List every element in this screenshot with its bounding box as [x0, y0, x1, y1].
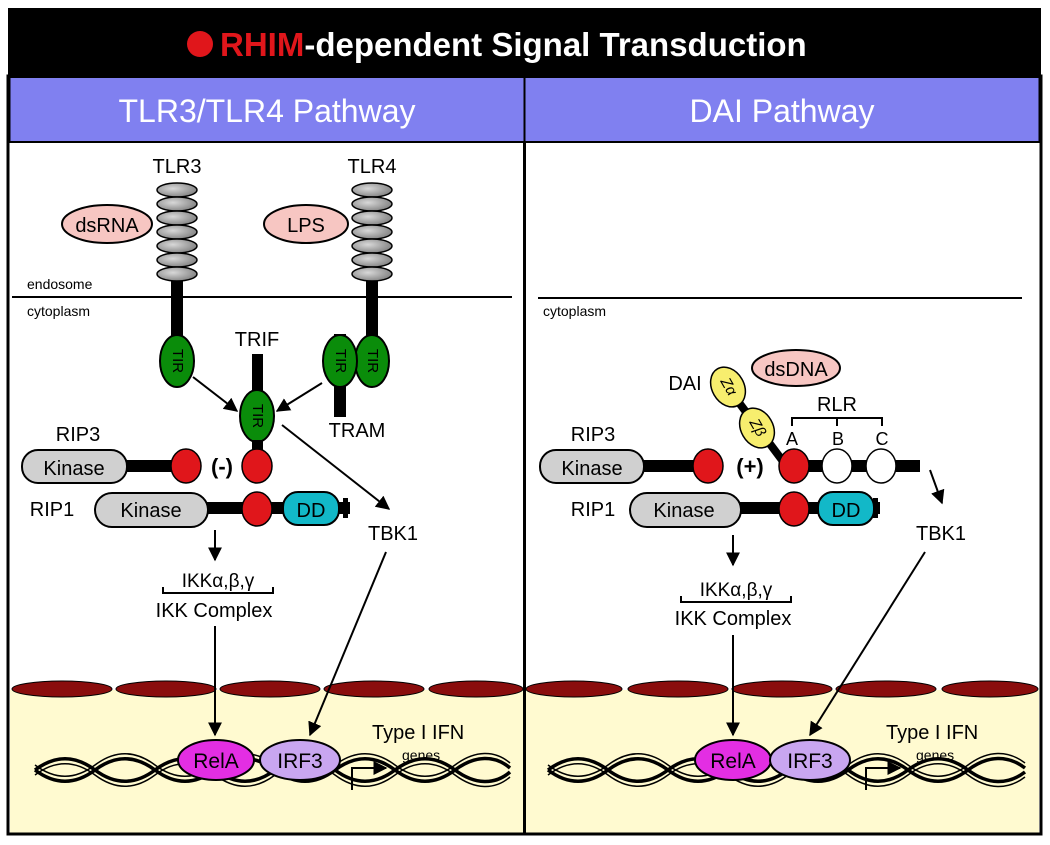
cytoplasm-label-left: cytoplasm — [27, 303, 90, 319]
rhim-b-label: B — [832, 429, 844, 449]
irf3-left — [259, 739, 341, 781]
type1ifn-label-left: Type I IFN — [372, 722, 464, 744]
arrow-tbk1-to-irf3-right — [809, 551, 926, 737]
rhim-c-label: C — [876, 429, 889, 449]
trif-adaptor: TIR — [239, 354, 275, 484]
transcription-arrow-right — [865, 761, 902, 790]
rhim-a-label: A — [786, 429, 798, 449]
arrow-tlr3-to-trif — [192, 376, 239, 412]
tlr3-tir-label: TIR — [169, 349, 186, 373]
tlr4-tir-label: TIR — [364, 349, 381, 373]
trif-label: TRIF — [235, 329, 279, 351]
ikk-subunits-left: IKKα,β,γ — [182, 571, 255, 592]
lps-ligand — [263, 204, 349, 244]
rela-left — [177, 739, 255, 781]
left-panel-heading: TLR3/TLR4 Pathway — [118, 93, 415, 129]
dsdna-label: dsDNA — [764, 359, 828, 381]
lps-label: LPS — [287, 215, 325, 237]
irf3-right — [769, 739, 851, 781]
rip3-protein-right — [539, 448, 724, 484]
rip1-label-left: RIP1 — [30, 499, 74, 521]
rip1-label-right: RIP1 — [571, 499, 615, 521]
tlr3-receptor: TIR — [156, 182, 198, 388]
dsdna-ligand — [751, 349, 841, 387]
rela-label-left: RelA — [193, 750, 239, 773]
trif-tir-label: TIR — [249, 404, 266, 428]
rip1-dd-label-right: DD — [832, 500, 861, 522]
rip1-kinase-label-left: Kinase — [120, 500, 181, 522]
title: RHIM-dependent Signal Transduction — [220, 26, 807, 63]
dsrna-label: dsRNA — [75, 215, 139, 237]
title-rhim: RHIM — [220, 26, 304, 63]
endosome-label: endosome — [27, 276, 93, 292]
ikk-bracket-left — [162, 587, 274, 594]
arrow-dai-to-tbk1 — [929, 469, 945, 505]
tbk1-label-left: TBK1 — [368, 523, 418, 545]
rip3-kinase-label-left: Kinase — [43, 458, 104, 480]
rip3-label-left: RIP3 — [56, 424, 100, 446]
rlr-bracket — [791, 417, 883, 426]
arrow-trif-to-tbk1 — [281, 424, 391, 510]
right-panel-header — [523, 76, 1041, 143]
rip1-protein-left — [94, 491, 350, 528]
rela-label-right: RelA — [710, 750, 756, 773]
sign-positive: (+) — [736, 454, 764, 479]
trif-rhim — [241, 448, 273, 484]
irf3-label-right: IRF3 — [787, 750, 833, 773]
rip1-dd-label-left: DD — [297, 500, 326, 522]
sign-negative: (-) — [211, 454, 233, 479]
right-panel: cytoplasm dsDNA DAI Zα Zβ RLR A B C RIP3 — [538, 297, 1027, 790]
title-bar — [8, 8, 1041, 76]
right-panel-heading: DAI Pathway — [690, 93, 875, 129]
rhim-legend-dot — [187, 31, 213, 57]
rip1-protein-right — [629, 491, 880, 528]
transcription-arrow-left — [351, 761, 388, 790]
ikk-complex-left: IKK Complex — [156, 600, 273, 622]
rip3-protein-left — [21, 448, 202, 484]
tlr4-label: TLR4 — [348, 156, 397, 178]
genes-label-left: genes — [402, 747, 440, 763]
dai-protein — [709, 366, 920, 484]
tram-adaptor: TIR — [322, 334, 358, 417]
tram-tir-label: TIR — [332, 349, 349, 373]
genes-label-right: genes — [916, 747, 954, 763]
left-panel: endosome cytoplasm TLR3 TIR dsRNA TLR4 — [12, 156, 512, 790]
ikk-complex-right: IKK Complex — [675, 608, 792, 630]
title-rest: -dependent Signal Transduction — [304, 26, 806, 63]
rip3-label-right: RIP3 — [571, 424, 615, 446]
type1ifn-label-right: Type I IFN — [886, 722, 978, 744]
rlr-label: RLR — [817, 394, 857, 416]
tbk1-label-right: TBK1 — [916, 523, 966, 545]
irf3-label-left: IRF3 — [277, 750, 323, 773]
rip3-kinase-label-right: Kinase — [561, 458, 622, 480]
dai-label: DAI — [668, 373, 701, 395]
arrow-tram-to-trif — [275, 382, 323, 412]
cytoplasm-label-right: cytoplasm — [543, 303, 606, 319]
tram-label: TRAM — [329, 420, 386, 442]
rip1-kinase-label-right: Kinase — [653, 500, 714, 522]
nuclear-membrane — [11, 680, 1039, 698]
tlr3-label: TLR3 — [153, 156, 202, 178]
ikk-bracket-right — [680, 596, 792, 603]
tlr4-receptor: TIR — [351, 182, 393, 388]
arrow-tbk1-to-irf3-left — [308, 551, 387, 737]
dsrna-ligand — [61, 204, 153, 244]
ikk-subunits-right: IKKα,β,γ — [700, 580, 773, 601]
